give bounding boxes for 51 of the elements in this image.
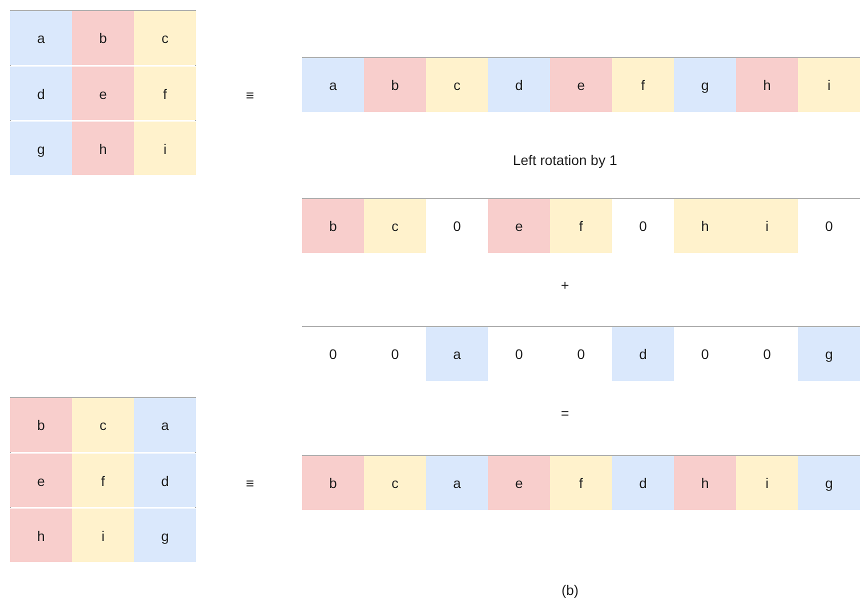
array-cell: i	[736, 456, 798, 510]
array-cell: g	[798, 456, 860, 510]
array-cell: c	[364, 199, 426, 253]
matrix-cell: a	[10, 11, 72, 65]
equivalence-sign: ≡	[246, 87, 254, 103]
matrix-cell: d	[134, 453, 196, 507]
matrix-cell: i	[134, 121, 196, 175]
array-cell: h	[674, 456, 736, 510]
matrix-cell: d	[10, 66, 72, 120]
array-cell: h	[674, 199, 736, 253]
plus-sign: +	[560, 277, 570, 293]
array-cell: a	[426, 327, 488, 381]
matrix-cell: h	[10, 508, 72, 562]
matrix-cell: g	[10, 121, 72, 175]
rotation-label: Left rotation by 1	[512, 152, 618, 168]
array-cell: f	[550, 456, 612, 510]
matrix-cell: f	[72, 453, 134, 507]
matrix-cell: c	[134, 11, 196, 65]
array-cell: e	[550, 58, 612, 112]
array-cell: c	[364, 456, 426, 510]
array-cell: a	[426, 456, 488, 510]
matrix-cell: c	[72, 398, 134, 452]
matrix-cell: b	[72, 11, 134, 65]
matrix-cell: a	[134, 398, 196, 452]
array-cell: a	[302, 58, 364, 112]
matrix-cell: f	[134, 66, 196, 120]
array-cell: c	[426, 58, 488, 112]
array-cell: d	[488, 58, 550, 112]
array-cell: h	[736, 58, 798, 112]
array-cell: f	[612, 58, 674, 112]
matrix-cell: h	[72, 121, 134, 175]
array-cell: d	[612, 327, 674, 381]
array-cell: e	[488, 199, 550, 253]
array-cell: g	[798, 327, 860, 381]
caption: (b)	[561, 582, 579, 598]
array-cell: b	[364, 58, 426, 112]
array-cell: f	[550, 199, 612, 253]
matrix-cell: g	[134, 508, 196, 562]
array-cell: i	[736, 199, 798, 253]
array-cell: b	[302, 456, 364, 510]
equals-sign: =	[560, 405, 570, 421]
array-cell: e	[488, 456, 550, 510]
array-cell: b	[302, 199, 364, 253]
array-cell: g	[674, 58, 736, 112]
array-cell: d	[612, 456, 674, 510]
matrix-cell: e	[10, 453, 72, 507]
matrix-cell: i	[72, 508, 134, 562]
matrix-cell: e	[72, 66, 134, 120]
matrix-cell: b	[10, 398, 72, 452]
array-cell: i	[798, 58, 860, 112]
equivalence-sign: ≡	[246, 475, 254, 491]
